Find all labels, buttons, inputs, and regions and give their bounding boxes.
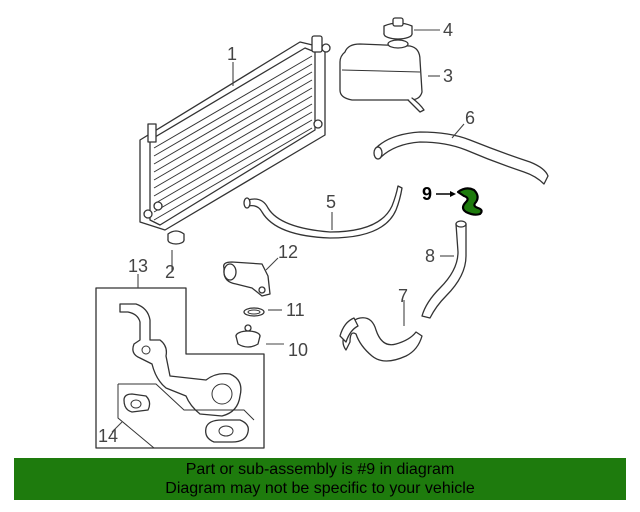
radiator[interactable] [139, 35, 331, 231]
hose-9-highlighted[interactable] [456, 187, 483, 216]
callout-4: 4 [443, 20, 453, 40]
radiator-fin-line [153, 71, 313, 165]
callout-9: 9 [422, 184, 432, 204]
callout-11: 11 [286, 300, 305, 320]
info-banner: Part or sub-assembly is #9 in diagram Di… [14, 458, 626, 500]
radiator-fin-line [153, 111, 313, 205]
radiator-fin-line [153, 87, 313, 181]
radiator-insulator[interactable] [167, 230, 185, 245]
radiator-fin-line [153, 63, 313, 157]
radiator-fin-line [153, 55, 313, 149]
o-ring-seal[interactable] [243, 307, 265, 317]
callout-14: 14 [98, 426, 118, 446]
radiator-fin-line [153, 95, 313, 189]
callout-12: 12 [278, 242, 298, 262]
lower-radiator-hose[interactable] [339, 317, 423, 362]
callout-10: 10 [288, 340, 308, 360]
gasket-set[interactable] [117, 383, 255, 449]
radiator-fin-line [153, 119, 313, 213]
callout-13: 13 [128, 256, 148, 276]
radiator-fin-line [153, 79, 313, 173]
callout-6: 6 [465, 108, 475, 128]
thermostat-housing[interactable] [223, 261, 271, 297]
hose-8[interactable] [421, 220, 467, 319]
radiator-fin-line [153, 103, 313, 197]
callout-5: 5 [326, 192, 336, 212]
callout-3: 3 [443, 66, 453, 86]
banner-line-1: Part or sub-assembly is #9 in diagram [185, 461, 455, 478]
banner-line-2: Diagram may not be specific to your vehi… [165, 480, 475, 497]
callout-1: 1 [227, 44, 237, 64]
callout-2: 2 [165, 262, 175, 282]
coolant-reservoir[interactable] [339, 39, 425, 113]
radiator-fin-line [153, 127, 313, 221]
callout-8: 8 [425, 246, 435, 266]
thermostat[interactable] [235, 324, 261, 348]
callout-7: 7 [398, 286, 408, 306]
arrow-icon [450, 191, 456, 197]
upper-radiator-hose[interactable] [373, 131, 549, 185]
bypass-hose[interactable] [243, 185, 403, 239]
reservoir-cap[interactable] [383, 17, 413, 40]
